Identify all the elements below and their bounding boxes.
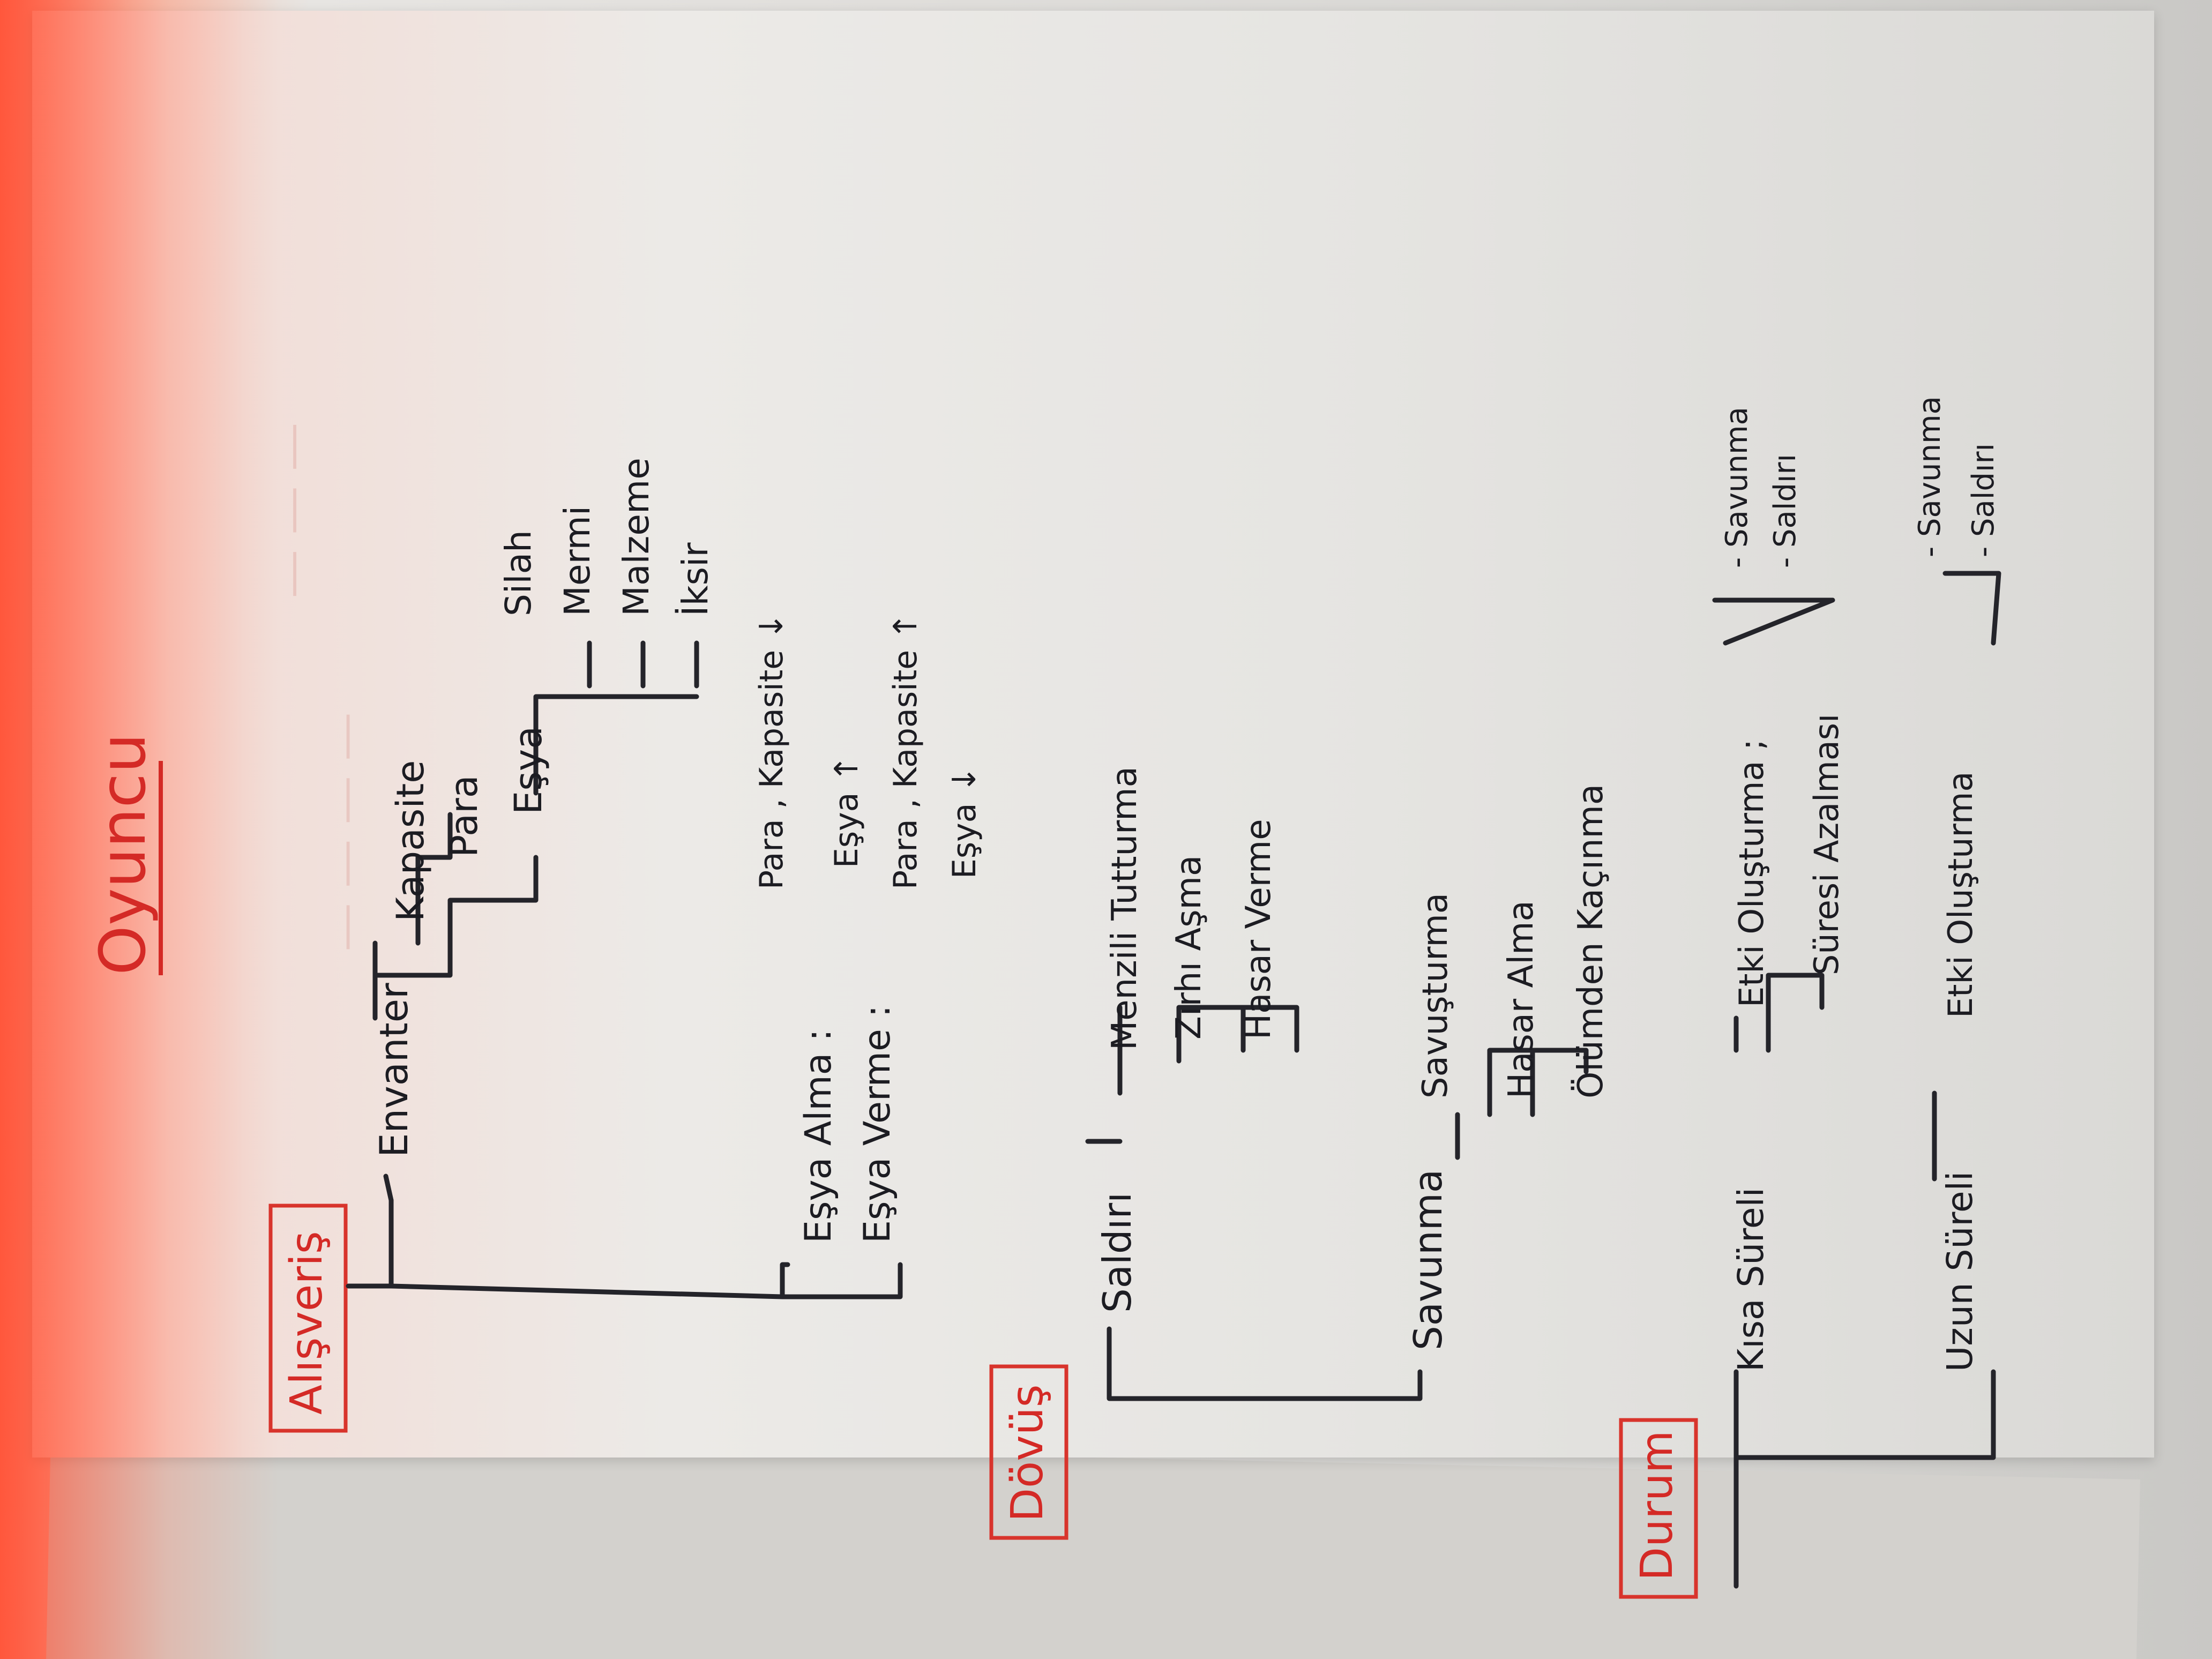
node-esya-alma-detail: Para , Kapasite ↓	[753, 612, 790, 890]
node-savusturma: Savuşturma	[1416, 893, 1455, 1098]
node-etki-olusturma-kisa: Etki Oluşturma ;	[1732, 739, 1771, 1007]
node-para: Para	[442, 775, 486, 857]
section-alisveris-label: Alışveriş	[281, 1231, 332, 1415]
node-olumden-kacinma: Ölümden Kaçınma	[1571, 784, 1611, 1098]
node-hasar-alma: Hasar Alma	[1501, 900, 1541, 1098]
section-box-durum	[1619, 1418, 1698, 1599]
node-zirhi-asma: Zırhı Aşma	[1169, 855, 1209, 1040]
section-dovus-label: Dövüş	[1002, 1384, 1053, 1522]
connector-lines	[346, 571, 2001, 1589]
node-mermi: Mermi	[557, 506, 598, 616]
node-kisa-effect-savunma: - Savunma	[1720, 407, 1754, 568]
node-kisa-effect-saldiri: - Saldırı	[1768, 454, 1803, 568]
section-box-dovus	[989, 1364, 1068, 1540]
node-suresi-azalmasi: Süresi Azalması	[1807, 714, 1846, 975]
node-savunma: Savunma	[1406, 1169, 1451, 1350]
node-saldiri: Saldırı	[1095, 1192, 1140, 1313]
node-kapasite: Kapasite	[388, 760, 432, 922]
node-menzili-tutturma: Menzili Tutturma	[1105, 766, 1145, 1050]
node-esya-verme: Eşya Verme :	[856, 1005, 899, 1243]
node-envanter: Envanter	[371, 983, 416, 1157]
node-kisa-sureli: Kısa Süreli	[1730, 1187, 1772, 1372]
light-glare	[0, 0, 279, 1659]
node-uzun-effect-saldiri: - Saldırı	[1966, 443, 2001, 557]
node-esya-alma-detail2: Eşya ↑	[828, 755, 865, 868]
section-durum-label: Durum	[1632, 1430, 1683, 1581]
node-esya-verme-detail: Para , Kapasite ↑	[887, 612, 924, 890]
title: Oyuncu	[86, 733, 160, 975]
node-esya-verme-detail2: Eşya ↓	[946, 766, 983, 879]
node-uzun-sureli: Uzun Süreli	[1939, 1171, 1981, 1372]
node-iksir: İksir	[675, 542, 716, 616]
node-silah: Silah	[498, 530, 539, 616]
section-box-alisveris	[268, 1204, 348, 1433]
node-etki-olusturma-uzun: Etki Oluşturma	[1941, 772, 1980, 1018]
node-hasar-verme: Hasar Verme	[1239, 819, 1279, 1040]
node-esya: Eşya	[506, 726, 550, 814]
node-uzun-effect-savunma: - Savunma	[1912, 396, 1947, 557]
paper-sheet	[32, 11, 2154, 1458]
node-malzeme: Malzeme	[616, 458, 657, 616]
node-esya-alma: Eşya Alma :	[797, 1029, 840, 1243]
